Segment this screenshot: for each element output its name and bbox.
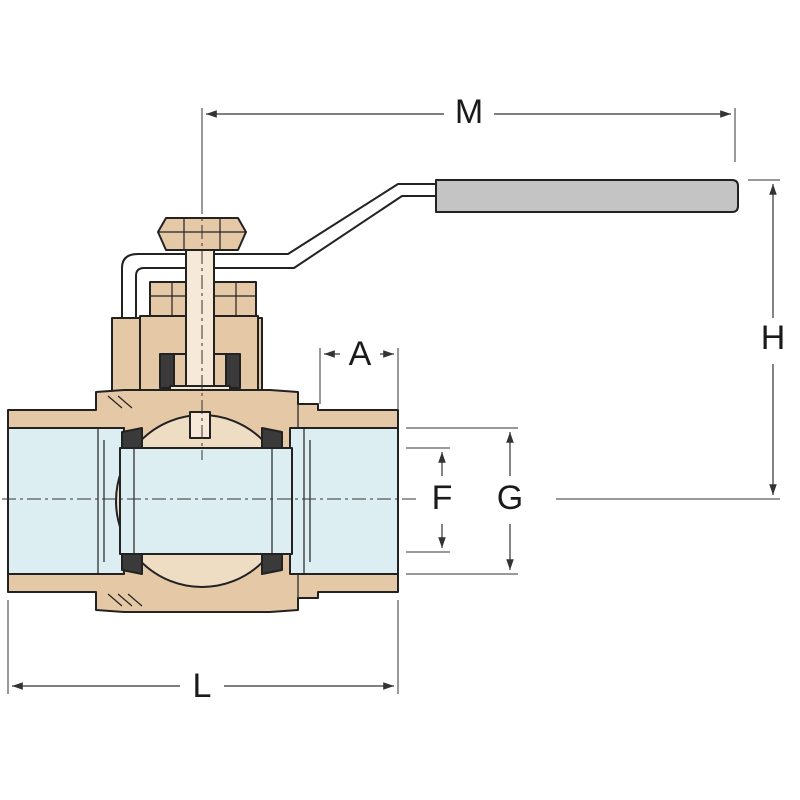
bonnet-assembly — [111, 217, 263, 439]
dimension-label-f: F — [432, 479, 453, 517]
dimension-label-g: G — [497, 479, 523, 517]
stem-seal-left — [159, 353, 175, 389]
dimension-l: L — [7, 600, 399, 705]
dimension-g: G — [406, 427, 523, 575]
right-bore — [289, 427, 399, 575]
ball-bore — [119, 447, 293, 555]
stem — [185, 249, 215, 401]
dimension-a: A — [319, 335, 399, 410]
stem-seal-right — [225, 353, 241, 389]
dimension-label-l: L — [193, 667, 212, 705]
dimension-f: F — [406, 447, 453, 553]
seat-upper-left — [121, 427, 143, 449]
seat-upper-right — [261, 427, 283, 449]
seat-lower-right — [261, 553, 283, 575]
dimension-label-a: A — [349, 335, 372, 373]
dimension-h: H — [556, 179, 786, 500]
left-bore — [7, 427, 125, 575]
dimension-label-h: H — [761, 319, 786, 357]
handle — [121, 179, 739, 319]
dimension-m: M — [201, 93, 736, 200]
seat-lower-left — [121, 553, 143, 575]
dimension-label-m: M — [455, 93, 483, 131]
valve-body — [7, 389, 399, 613]
handle-grip — [435, 179, 739, 213]
stem-tip-inner — [189, 411, 211, 439]
